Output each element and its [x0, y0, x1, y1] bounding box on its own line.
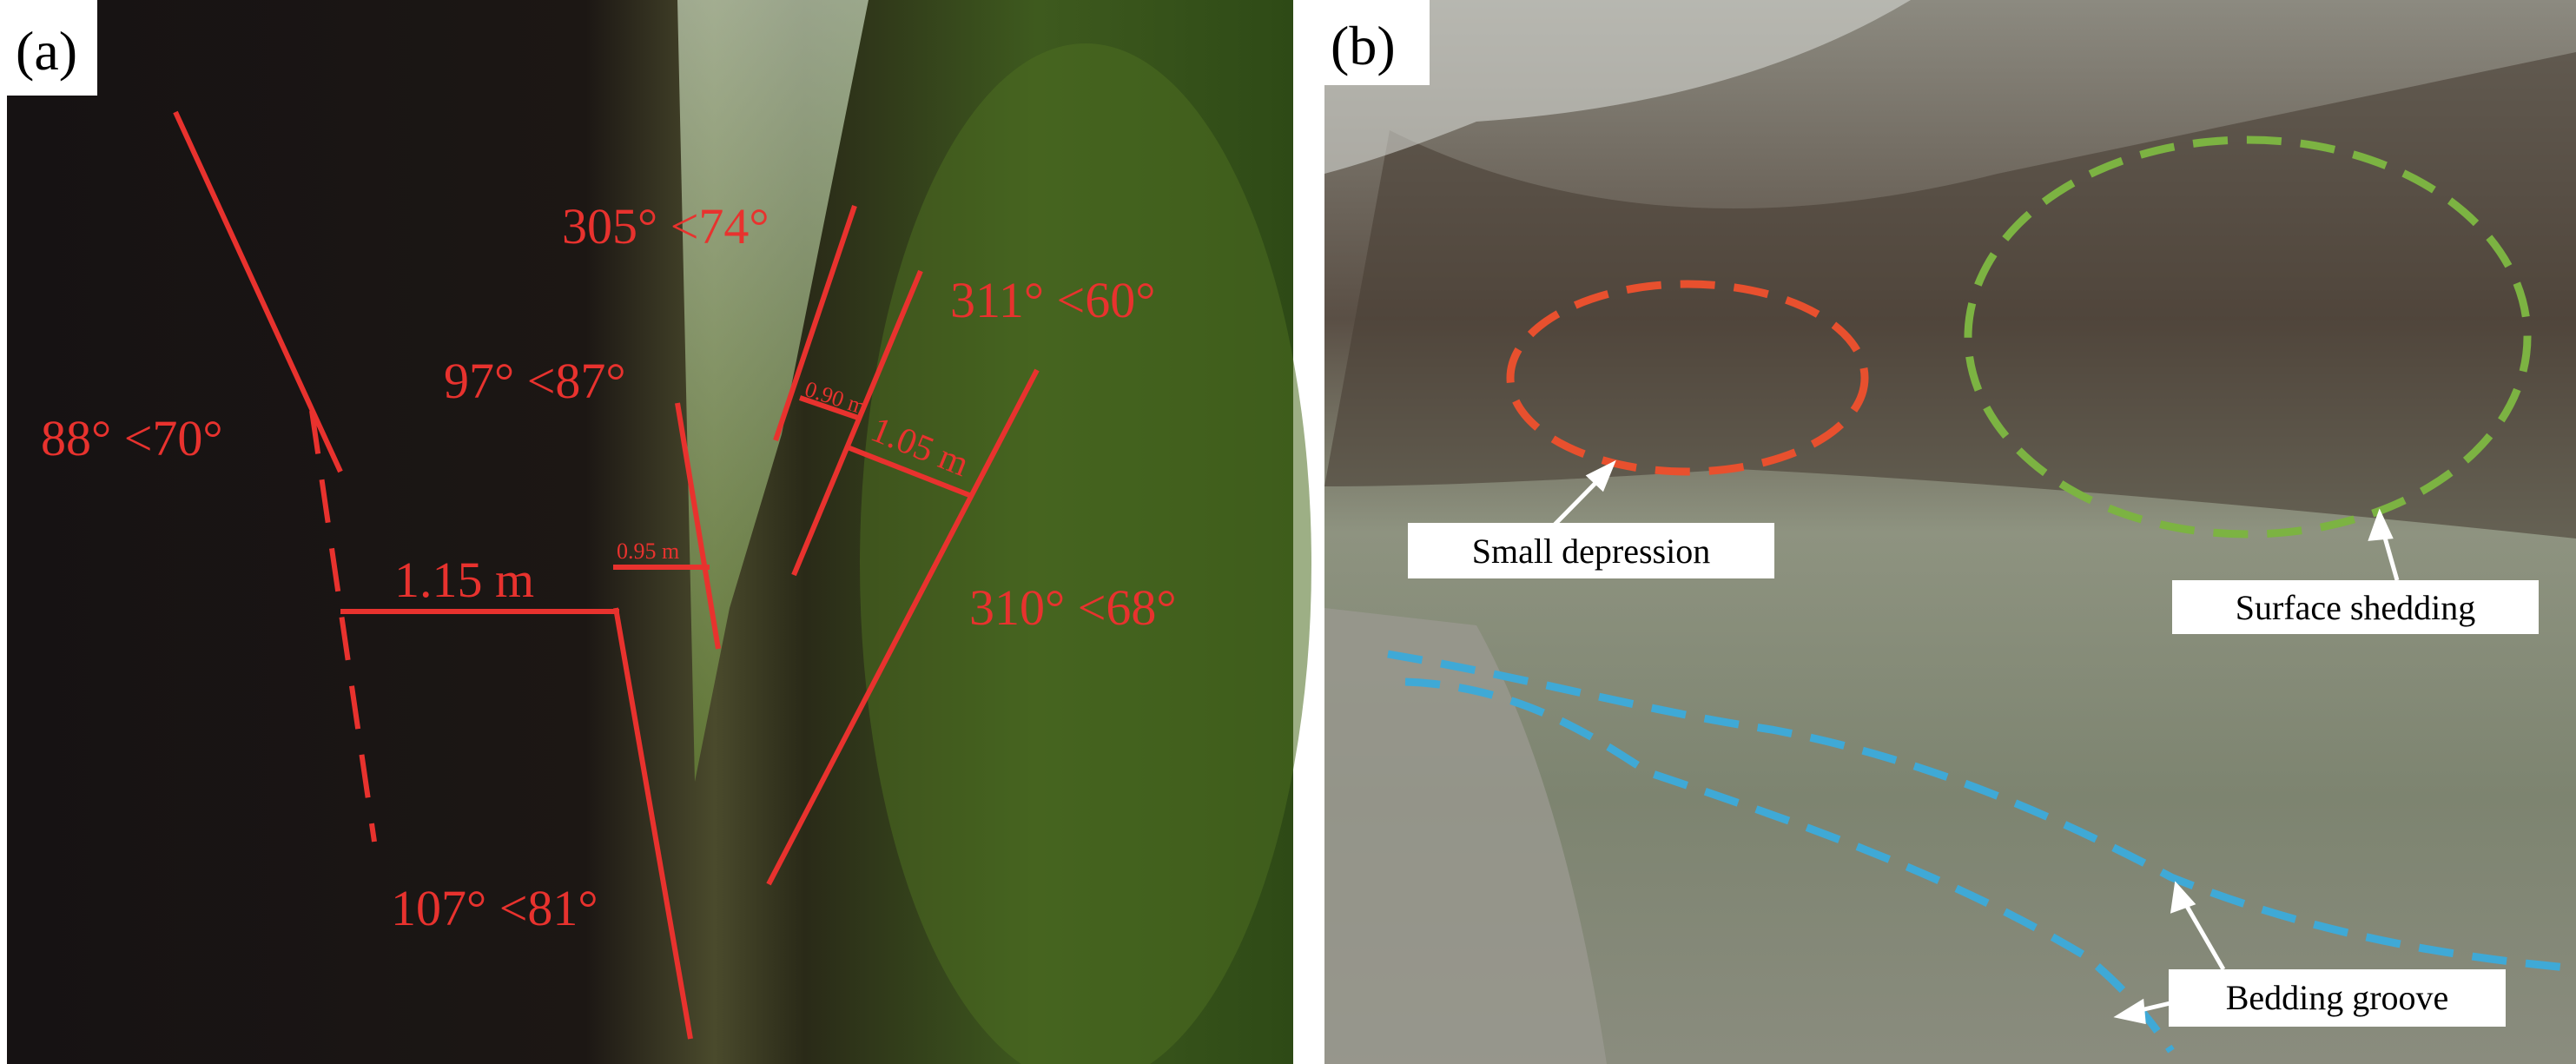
- callout-box: [2169, 969, 2506, 1027]
- dashed-joint-line: [309, 410, 377, 843]
- callout-bedding-groove: Bedding groove: [2226, 978, 2449, 1017]
- arrow-head-icon: [2113, 998, 2146, 1025]
- width-label: 0.95 m: [617, 539, 679, 564]
- panel-b-label: (b): [1331, 15, 1396, 76]
- rough-upper-surface: [1324, 52, 2576, 539]
- width-line-0-90: [799, 395, 862, 421]
- moss-wall: [860, 43, 1311, 1064]
- panel-b: (b) Small depression Surface shedding Be…: [1324, 0, 2576, 1064]
- width-label: 1.15 m: [394, 552, 534, 608]
- callout-box: [1408, 523, 1774, 578]
- panel-a-label-box: [0, 0, 97, 96]
- joint-line: [613, 607, 693, 1040]
- arrow-head-icon: [2170, 881, 2196, 914]
- arrow-head-icon: [2368, 508, 2394, 541]
- panel-a-label: (a): [16, 20, 77, 82]
- bright-opening: [1324, 0, 1911, 174]
- joint-line: [791, 269, 923, 577]
- callout-box: [2172, 580, 2539, 634]
- orientation-label: 97° <87°: [444, 353, 626, 409]
- shedding-outline: [1964, 135, 2532, 539]
- bedding-groove-line: [1404, 677, 2175, 1054]
- depression-outline: [1506, 280, 1869, 476]
- rubble: [1324, 608, 1607, 1064]
- arrow-icon: [2179, 895, 2226, 971]
- measurement-lines: [173, 110, 1040, 1040]
- orientation-label: 310° <68°: [969, 579, 1177, 636]
- orientation-label: 311° <60°: [950, 272, 1155, 328]
- width-line-1-05: [846, 445, 971, 498]
- panel-b-label-box: [1324, 0, 1430, 85]
- arrow-head-icon: [1585, 459, 1616, 492]
- callout-small-depression: Small depression: [1472, 532, 1710, 571]
- callout-surface-shedding: Surface shedding: [2236, 588, 2476, 627]
- panel-a: (a) 305° <74° 311° <60° 97° <87° 88° <70…: [0, 0, 1311, 1064]
- joint-line: [773, 205, 857, 441]
- orientation-label: 107° <81°: [391, 880, 598, 936]
- orientation-label: 88° <70°: [41, 410, 223, 466]
- joint-line: [766, 368, 1040, 886]
- bedding-groove-line: [1387, 650, 2576, 973]
- joint-line: [675, 402, 721, 650]
- sky-gap: [677, 0, 869, 782]
- orientation-label: 305° <74°: [562, 198, 769, 254]
